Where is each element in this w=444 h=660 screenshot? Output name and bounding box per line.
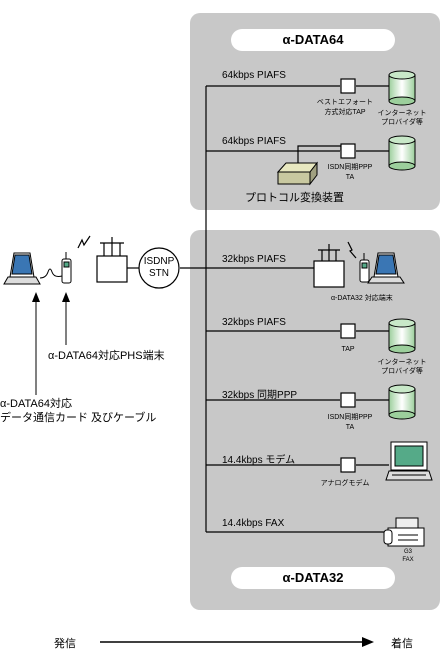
g3-fax-label: G3 FAX <box>402 549 414 563</box>
analog-modem-label: アナログモデム <box>320 480 370 487</box>
link-label-14-fax: 14.4kbps FAX <box>222 518 285 529</box>
alpha-data32-terminal-label: α-DATA32 対応端末 <box>331 295 393 302</box>
isdn-pstn-network <box>138 247 180 289</box>
link-label-32-piafs-1: 32kbps PIAFS <box>222 254 286 265</box>
link-label-32-sync-ppp: 32kbps 同期PPP <box>222 390 298 401</box>
phs-terminal-left <box>61 252 72 284</box>
isdn-ta-label-1: ISDN同期PPP TA <box>327 164 373 181</box>
link-label-32-piafs-2: 32kbps PIAFS <box>222 317 286 328</box>
link-label-64-piafs-1: 64kbps PIAFS <box>222 70 286 81</box>
data-card-caption: α-DATA64対応 データ通信カード 及びケーブル <box>0 398 157 424</box>
isdn-ta-label-2: ISDN同期PPP TA <box>327 414 373 431</box>
alpha-data32-title: α-DATA32 <box>231 567 395 589</box>
base-station-left <box>96 237 128 283</box>
base-station-right <box>313 241 357 288</box>
direction-to-label: 着信 <box>391 638 413 650</box>
alpha-data32-panel <box>190 230 440 610</box>
protocol-converter-icon <box>276 161 319 186</box>
fax-icon <box>383 517 425 547</box>
provider-label-2: インターネット プロバイダ等 <box>377 359 427 375</box>
provider-label-1: インターネット プロバイダ等 <box>377 110 427 126</box>
phs-terminal-caption: α-DATA64対応PHS端末 <box>48 350 165 362</box>
link-label-64-piafs-2: 64kbps PIAFS <box>222 136 286 147</box>
tap-box-1 <box>340 78 356 473</box>
protocol-converter-label: プロトコル変換装置 <box>245 192 344 204</box>
isdn-pstn-label: ISDNP STN <box>143 256 175 279</box>
laptop-left <box>3 252 41 285</box>
laptop-right <box>367 252 405 284</box>
besteffort-tap-label: ベストエフォート 方式対応TAP <box>316 99 374 116</box>
modem-pc-icon <box>385 441 433 481</box>
server-icons <box>388 70 416 420</box>
alpha-data64-title: α-DATA64 <box>231 29 395 51</box>
tap-label: TAP <box>341 346 355 353</box>
data-card-cable <box>39 268 63 279</box>
direction-from-label: 発信 <box>54 638 76 650</box>
phs-terminal-right <box>359 253 370 283</box>
radio-wave-icon <box>77 235 91 249</box>
link-label-14-modem: 14.4kbps モデム <box>222 455 296 466</box>
